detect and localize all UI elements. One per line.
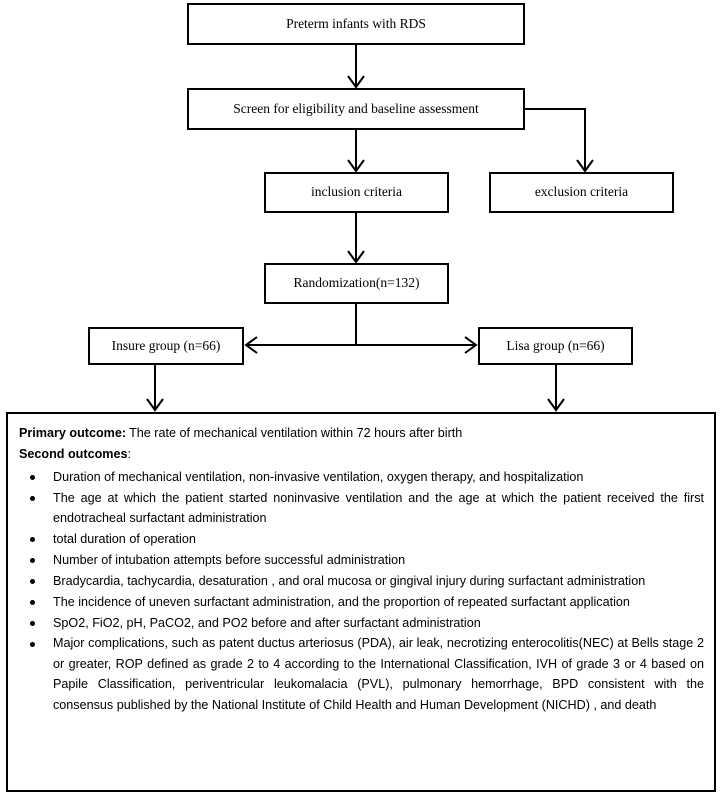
node-insure-group: Insure group (n=66) <box>88 327 244 365</box>
list-item-text: Number of intubation attempts before suc… <box>53 552 406 567</box>
node-preterm-infants: Preterm infants with RDS <box>187 3 525 45</box>
bullet-icon <box>30 641 35 647</box>
list-item: The incidence of uneven surfactant admin… <box>19 592 704 612</box>
node-screen-eligibility: Screen for eligibility and baseline asse… <box>187 88 525 130</box>
node-inclusion-criteria: inclusion criteria <box>264 172 449 213</box>
primary-outcome-separator: : <box>121 426 127 440</box>
bullet-icon <box>30 558 35 564</box>
list-item-text: The age at which the patient started non… <box>53 490 704 526</box>
list-item: SpO2, FiO2, pH, PaCO2, and PO2 before an… <box>19 613 704 633</box>
primary-outcome-label: Primary outcome <box>19 426 122 440</box>
bullet-icon <box>30 495 35 501</box>
secondary-outcomes-label: Second outcomes <box>19 447 128 462</box>
arrowhead-inclusion-to-randomization <box>347 250 365 264</box>
arrowhead-to-lisa-group <box>464 336 478 354</box>
connector-screen-to-exclusion <box>525 108 586 170</box>
secondary-outcomes-heading: Second outcomes: <box>19 444 704 464</box>
list-item: Major complications, such as patent duct… <box>19 633 704 715</box>
list-item-text: The incidence of uneven surfactant admin… <box>53 594 630 609</box>
node-exclusion-criteria: exclusion criteria <box>489 172 674 213</box>
list-item: Duration of mechanical ventilation, non-… <box>19 467 704 487</box>
secondary-outcomes-list: Duration of mechanical ventilation, non-… <box>19 467 704 715</box>
list-item-text: SpO2, FiO2, pH, PaCO2, and PO2 before an… <box>53 615 481 630</box>
arrowhead-screen-to-exclusion <box>576 159 594 173</box>
arrowhead-lisa-to-outcomes <box>547 398 565 412</box>
list-item-text: Major complications, such as patent duct… <box>53 636 704 712</box>
primary-outcome-line: Primary outcome:The rate of mechanical v… <box>19 423 704 443</box>
bullet-icon <box>30 475 35 481</box>
primary-outcome-text: The rate of mechanical ventilation withi… <box>129 426 463 440</box>
list-item-text: Bradycardia, tachycardia, desaturation ,… <box>53 573 646 588</box>
secondary-outcomes-separator: : <box>127 447 131 462</box>
list-item: total duration of operation <box>19 529 704 549</box>
list-item: Number of intubation attempts before suc… <box>19 550 704 570</box>
arrowhead-to-insure-group <box>244 336 258 354</box>
bullet-icon <box>30 620 35 626</box>
list-item: Bradycardia, tachycardia, desaturation ,… <box>19 571 704 591</box>
list-item-text: Duration of mechanical ventilation, non-… <box>53 469 584 484</box>
list-item-text: total duration of operation <box>53 531 196 546</box>
arrowhead-insure-to-outcomes <box>146 398 164 412</box>
bullet-icon <box>30 599 35 605</box>
arrowhead-preterm-to-screen <box>347 75 365 89</box>
bullet-icon <box>30 537 35 543</box>
node-randomization: Randomization(n=132) <box>264 263 449 304</box>
arrowhead-screen-to-inclusion <box>347 159 365 173</box>
node-lisa-group: Lisa group (n=66) <box>478 327 633 365</box>
bullet-icon <box>30 579 35 585</box>
outcomes-panel: Primary outcome:The rate of mechanical v… <box>6 412 716 792</box>
list-item: The age at which the patient started non… <box>19 488 704 529</box>
